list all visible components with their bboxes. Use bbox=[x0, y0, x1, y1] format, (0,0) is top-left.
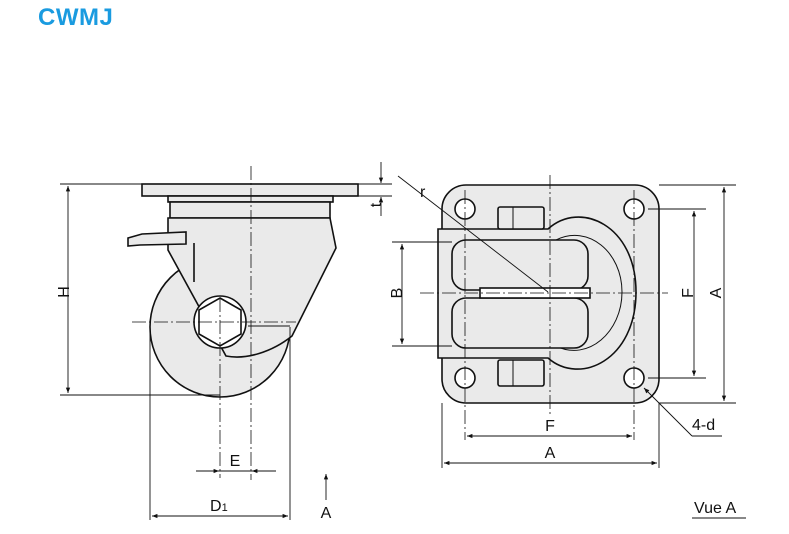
label-b: B bbox=[389, 288, 406, 299]
label-a-bottom: A bbox=[545, 445, 556, 462]
label-d1: D1 bbox=[210, 498, 228, 515]
holes-leader bbox=[643, 387, 693, 437]
wheel-bottom-half bbox=[451, 297, 589, 349]
label-f-bottom: F bbox=[545, 418, 555, 435]
label-r: r bbox=[420, 184, 426, 201]
wheel-top-half bbox=[451, 239, 589, 291]
plate-neck bbox=[167, 195, 334, 203]
fork-bracket-inner bbox=[555, 234, 623, 351]
label-holes: 4-d bbox=[692, 417, 715, 434]
label-h: H bbox=[56, 286, 73, 298]
bolt-head-top bbox=[497, 206, 545, 230]
label-f-right: F bbox=[680, 288, 697, 298]
top-plate bbox=[141, 183, 359, 197]
swivel-ring bbox=[169, 201, 331, 219]
page-title: CWMJ bbox=[38, 4, 114, 31]
bolt-head-bottom bbox=[497, 359, 545, 387]
label-e: E bbox=[230, 453, 241, 470]
label-view: Vue A bbox=[694, 500, 736, 517]
side-view: H t E D1 A bbox=[56, 162, 392, 522]
top-view: r B F A F A 4-d Vue A bbox=[389, 175, 746, 519]
label-t: t bbox=[368, 202, 385, 207]
r-leader bbox=[397, 175, 549, 293]
brake-lever bbox=[127, 231, 187, 247]
label-a-right: A bbox=[708, 287, 725, 298]
label-view-arrow-a: A bbox=[321, 505, 332, 522]
